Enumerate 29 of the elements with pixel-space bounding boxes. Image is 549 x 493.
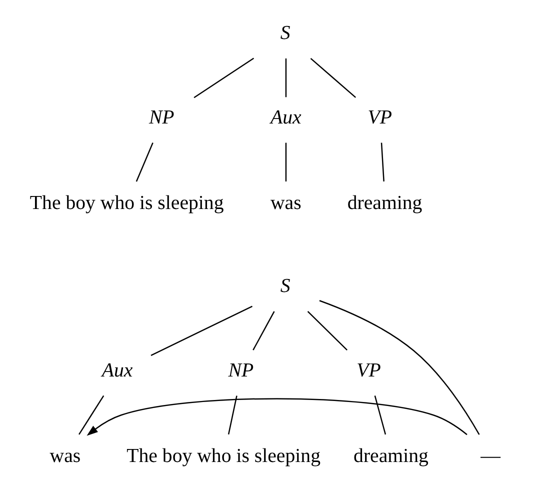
connector [307, 310, 348, 351]
node-text: S [280, 275, 290, 298]
connector [78, 395, 104, 435]
connector [285, 58, 287, 98]
node-text: — [480, 445, 500, 468]
arrow [86, 398, 468, 436]
connector [194, 58, 254, 98]
connector [136, 142, 154, 182]
connector [319, 300, 480, 435]
connector [285, 142, 287, 182]
node-text: The boy who is sleeping [30, 192, 224, 214]
node-text: Aux [270, 106, 302, 128]
connector [228, 396, 238, 435]
node-text: VP [356, 359, 381, 382]
node-text: NP [148, 106, 174, 128]
node-text: NP [228, 359, 254, 382]
connector [380, 142, 384, 182]
node-text: The boy who is sleeping [126, 445, 320, 468]
node-text: S [280, 22, 290, 44]
connector [252, 311, 275, 350]
node-text: dreaming [347, 192, 422, 214]
connector [310, 58, 356, 98]
node-text: dreaming [354, 445, 428, 468]
node-text: was [270, 192, 302, 214]
node-text: was [50, 445, 81, 468]
connector [150, 306, 253, 356]
node-text: Aux [102, 359, 133, 382]
connector [374, 396, 386, 435]
node-text: VP [368, 106, 392, 128]
